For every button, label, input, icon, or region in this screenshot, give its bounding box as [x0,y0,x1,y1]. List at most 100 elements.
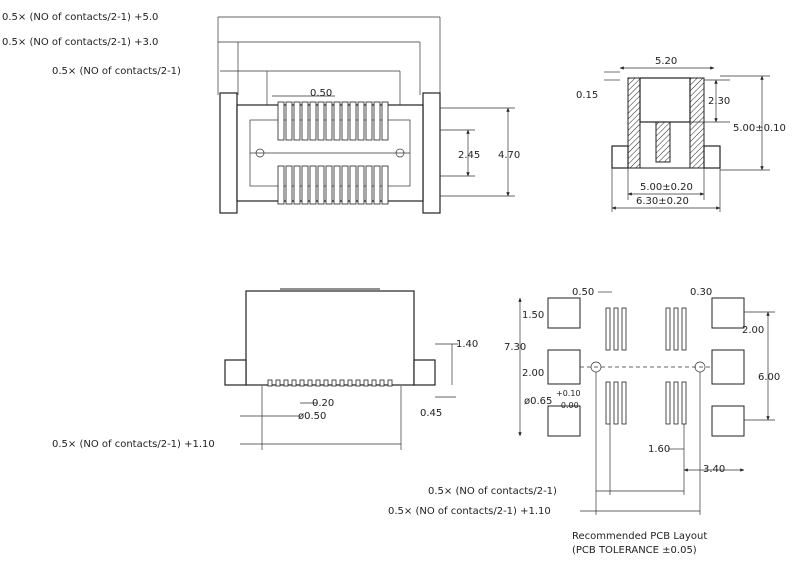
dim-post-label: ø0.50 [298,411,326,422]
pcb-tolerance: (PCB TOLERANCE ±0.05) [572,545,697,556]
dim-top-offset-label: 0.15 [576,90,598,101]
contact-pin [373,165,381,205]
front-pin [283,379,289,387]
front-pin [387,379,393,387]
contact-pin [317,101,325,141]
contact-pin [277,165,285,205]
front-right-tab [413,359,436,386]
front-pin [379,379,385,387]
front-pin [291,379,297,387]
dim-inner-height-label: 2.45 [458,150,480,161]
contact-pin [309,101,317,141]
front-pins [267,379,393,387]
signal-pad [673,307,679,351]
right-end-block [422,92,441,214]
signal-pads [605,307,687,425]
contact-pin [317,165,325,205]
contact-pin [341,101,349,141]
layout-width-label: 6.00 [758,372,780,383]
upper-contacts [277,101,389,141]
contact-pin [325,165,333,205]
front-pin [299,379,305,387]
contact-pin [285,101,293,141]
signal-pad [621,381,627,425]
contact-pin [341,165,349,205]
signal-pad [613,381,619,425]
center-post [655,121,671,163]
contact-pin [293,101,301,141]
front-housing [245,290,415,386]
contact-pin [285,165,293,205]
left-foot [611,145,629,169]
pad-spacing-left-label: 2.00 [522,368,544,379]
left-post-mark [255,148,265,158]
dim-span-label: 0.5× (NO of contacts/2-1) +1.10 [52,439,215,450]
mount-pad [547,297,581,329]
signal-pad [681,381,687,425]
front-pin [275,379,281,387]
pcb-dim-span-label: 0.5× (NO of contacts/2-1) +1.10 [388,506,551,517]
contact-pin [333,101,341,141]
mount-pad [547,349,581,385]
dim-base-width-label: 5.00±0.20 [640,182,693,193]
signal-pad [681,307,687,351]
contact-pin [333,165,341,205]
hole-tol-minus: -0.00 [558,401,579,410]
dim-contacts-label: 0.5× (NO of contacts/2-1) [52,66,181,77]
right-wall-section [689,77,705,169]
right-post-mark [395,148,405,158]
contact-pin [301,165,309,205]
signal-pad [605,307,611,351]
front-left-tab [224,359,247,386]
dim-inner-depth-label: 2.30 [708,96,730,107]
mount-pad [711,297,745,329]
mount-pad [547,405,581,437]
front-pin [323,379,329,387]
hole-tol-plus: +0.10 [556,389,581,398]
front-pin [267,379,273,387]
dim-overall-width-label: 6.30±0.20 [636,196,689,207]
lower-contacts [277,165,389,205]
signal-pad [673,381,679,425]
front-view: 1.40 0.20 ø0.50 0.45 0.5× (NO of contact… [52,288,478,450]
dim-housing-label: 0.5× (NO of contacts/2-1) +3.0 [2,37,158,48]
dim-overall-label: 0.5× (NO of contacts/2-1) +5.0 [2,12,158,23]
contact-pin [325,101,333,141]
pad-spacing-right-label: 2.00 [742,325,764,336]
signal-pad [621,307,627,351]
contact-pin [357,101,365,141]
left-wall-section [627,77,641,169]
pad-height-label: 1.50 [522,310,544,321]
front-pin [339,379,345,387]
front-pin [347,379,353,387]
front-pin [371,379,377,387]
dim-pin-width-label: 0.20 [312,398,334,409]
left-end-block [219,92,238,214]
pcb-title: Recommended PCB Layout [572,531,707,542]
contact-pin [365,165,373,205]
dim-tab-offset-label: 0.45 [420,408,442,419]
front-pin [315,379,321,387]
dim-tab-height-label: 1.40 [456,339,478,350]
front-pin [355,379,361,387]
signal-pad [613,307,619,351]
contact-pin [381,101,389,141]
layout-height-label: 7.30 [504,342,526,353]
contact-pin [381,165,389,205]
dim-height-label: 5.00±0.10 [733,123,786,134]
top-view: 0.5× (NO of contacts/2-1) +5.0 0.5× (NO … [2,12,520,214]
cavity [639,77,691,123]
contact-pin [277,101,285,141]
contact-pin [349,165,357,205]
contact-pin [293,165,301,205]
contact-pin [301,101,309,141]
front-pin [363,379,369,387]
signal-pad [665,381,671,425]
pcb-dim-contacts-label: 0.5× (NO of contacts/2-1) [428,486,557,497]
contact-pin [365,101,373,141]
dim-pitch-label: 0.50 [310,88,332,99]
signal-pad [665,307,671,351]
contact-pin [349,101,357,141]
dim-outer-height-label: 4.70 [498,150,520,161]
